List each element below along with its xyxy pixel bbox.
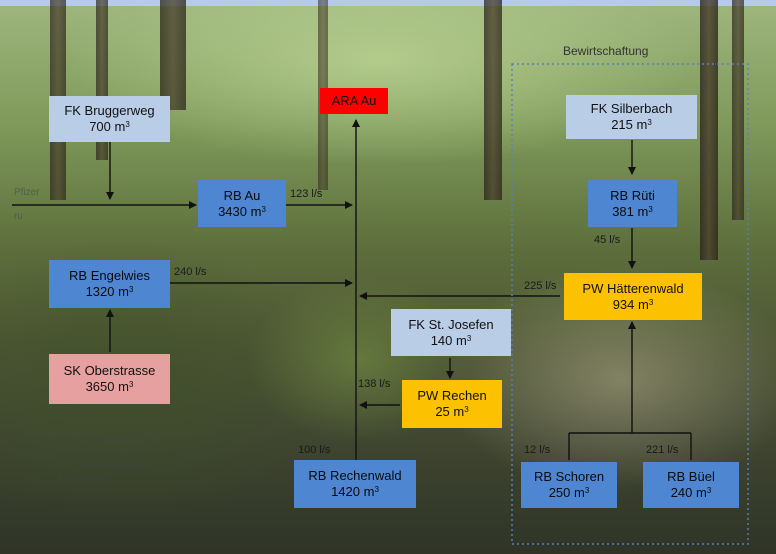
flow-haetterenwald: 225 l/s	[524, 280, 557, 292]
node-name: FK Silberbach	[590, 101, 673, 116]
node-sk-oberstrasse[interactable]: SK Oberstrasse 3650 m3	[49, 354, 170, 404]
tree-trunk	[160, 0, 186, 110]
node-fk-st-josefen[interactable]: FK St. Josefen 140 m3	[391, 309, 511, 356]
tree-trunk	[700, 0, 718, 260]
node-name: RB Engelwies	[69, 268, 150, 283]
node-volume: 1420 m3	[331, 484, 379, 499]
flow-schoren: 12 l/s	[524, 444, 551, 456]
node-volume: 3430 m3	[218, 203, 266, 219]
tree-trunk	[484, 0, 502, 200]
faint-legend-line: Entlastung / ...	[58, 475, 122, 486]
node-pw-rechen[interactable]: PW Rechen 25 m3	[402, 380, 502, 428]
top-strip	[0, 0, 776, 6]
node-name: PW Rechen	[417, 388, 487, 403]
node-name: ARA Au	[331, 93, 377, 108]
node-rb-engelwies[interactable]: RB Engelwies 1320 m3	[49, 260, 170, 308]
node-pw-haetterenwald[interactable]: PW Hätterenwald 934 m3	[564, 273, 702, 320]
node-name: FK Bruggerweg	[64, 103, 155, 118]
node-volume: 240 m3	[670, 485, 712, 500]
flow-rb-engelwies: 240 l/s	[174, 266, 207, 278]
node-name: RB Au	[223, 187, 261, 203]
node-name: RB Büel	[667, 469, 715, 484]
faint-legend-line: FK – Fangkanal	[58, 447, 129, 458]
node-rb-rechenwald[interactable]: RB Rechenwald 1420 m3	[294, 460, 416, 508]
node-rb-rueti[interactable]: RB Rüti 381 m3	[588, 180, 677, 227]
node-name: FK St. Josefen	[408, 316, 494, 332]
flow-rb-au: 123 l/s	[290, 188, 323, 200]
flow-rueti: 45 l/s	[594, 234, 621, 246]
node-fk-bruggerweg[interactable]: FK Bruggerweg 700 m3	[49, 96, 170, 142]
node-fk-silberbach[interactable]: FK Silberbach 215 m3	[566, 95, 697, 139]
node-volume: 140 m3	[430, 332, 472, 348]
flow-rechenwald: 100 l/s	[298, 444, 331, 456]
flow-rechen: 138 l/s	[358, 378, 391, 390]
tree-trunk	[732, 0, 744, 220]
faint-left-label: ru	[14, 211, 23, 222]
region-label: Bewirtschaftung	[563, 44, 649, 58]
node-name: RB Rechenwald	[308, 468, 402, 483]
node-name: RB Rüti	[610, 187, 655, 203]
node-volume: 25 m3	[435, 404, 469, 419]
faint-legend-line: RU – Regenüberlauf	[58, 433, 150, 444]
node-volume: 3650 m3	[85, 379, 134, 394]
node-name: PW Hätterenwald	[582, 280, 684, 296]
node-rb-bueel[interactable]: RB Büel 240 m3	[643, 462, 739, 508]
node-name: SK Oberstrasse	[63, 363, 156, 378]
node-rb-au[interactable]: RB Au 3430 m3	[198, 180, 286, 227]
node-ara-au[interactable]: ARA Au	[320, 88, 388, 114]
node-volume: 1320 m3	[85, 284, 134, 299]
faint-left-label: Pfizer	[14, 187, 40, 198]
node-volume: 250 m3	[548, 485, 590, 500]
flow-bueel: 221 l/s	[646, 444, 679, 456]
management-region-frame	[511, 63, 749, 545]
node-volume: 700 m3	[89, 119, 130, 134]
node-volume: 215 m3	[611, 117, 652, 132]
node-volume: 381 m3	[612, 203, 653, 219]
node-rb-schoren[interactable]: RB Schoren 250 m3	[521, 462, 617, 508]
faint-legend-line: SK – Stauraumkanal	[58, 461, 150, 472]
node-volume: 934 m3	[612, 296, 654, 312]
node-name: RB Schoren	[533, 469, 605, 484]
